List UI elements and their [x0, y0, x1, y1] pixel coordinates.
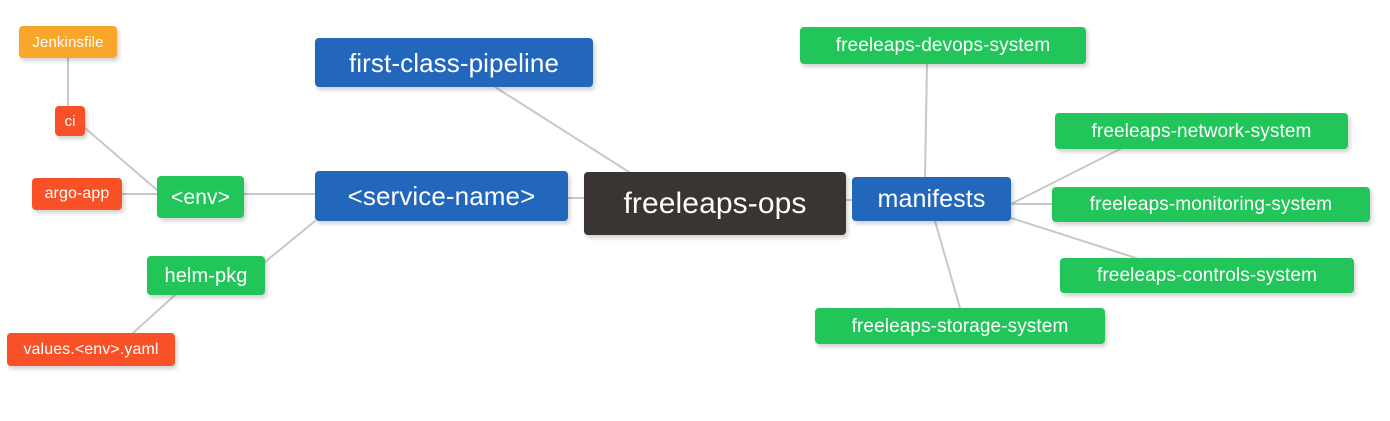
node-label-freeleaps-controls-system: freeleaps-controls-system: [1096, 265, 1318, 286]
node-ci[interactable]: ci: [55, 106, 85, 136]
edge-service-name-to-helm-pkg: [264, 220, 316, 263]
node-label-values-yaml: values.<env>.yaml: [23, 340, 159, 358]
node-label-ci: ci: [64, 112, 76, 130]
node-service-name[interactable]: <service-name>: [315, 171, 568, 221]
node-argo-app[interactable]: argo-app: [32, 178, 122, 210]
node-freeleaps-devops-system[interactable]: freeleaps-devops-system: [800, 27, 1086, 64]
node-freeleaps-network-system[interactable]: freeleaps-network-system: [1055, 113, 1348, 149]
node-label-argo-app: argo-app: [44, 185, 110, 202]
edge-first-class-pipeline-to-freeleaps-ops: [494, 86, 630, 173]
node-helm-pkg[interactable]: helm-pkg: [147, 256, 265, 295]
node-label-freeleaps-devops-system: freeleaps-devops-system: [835, 35, 1051, 56]
node-label-jenkinsfile: Jenkinsfile: [32, 33, 104, 51]
node-label-first-class-pipeline: first-class-pipeline: [348, 47, 560, 78]
node-label-manifests: manifests: [877, 184, 986, 213]
node-label-env: <env>: [171, 185, 230, 209]
edge-manifests-to-freeleaps-storage-system: [934, 220, 961, 309]
node-freeleaps-monitoring-system[interactable]: freeleaps-monitoring-system: [1052, 187, 1370, 222]
node-jenkinsfile[interactable]: Jenkinsfile: [19, 26, 117, 58]
edge-manifests-to-freeleaps-devops-system: [924, 63, 928, 178]
edge-helm-pkg-to-values-yaml: [132, 294, 176, 334]
node-freeleaps-controls-system[interactable]: freeleaps-controls-system: [1060, 258, 1354, 293]
node-env[interactable]: <env>: [157, 176, 244, 218]
node-label-freeleaps-storage-system: freeleaps-storage-system: [851, 315, 1069, 337]
node-manifests[interactable]: manifests: [852, 177, 1011, 221]
node-label-helm-pkg: helm-pkg: [164, 264, 248, 287]
node-label-freeleaps-ops: freeleaps-ops: [623, 186, 807, 220]
node-label-freeleaps-network-system: freeleaps-network-system: [1091, 120, 1312, 142]
node-freeleaps-storage-system[interactable]: freeleaps-storage-system: [815, 308, 1105, 344]
edge-manifests-to-freeleaps-controls-system: [1010, 217, 1137, 259]
node-freeleaps-ops[interactable]: freeleaps-ops: [584, 172, 846, 235]
node-label-freeleaps-monitoring-system: freeleaps-monitoring-system: [1089, 194, 1333, 215]
node-label-service-name: <service-name>: [347, 181, 536, 211]
node-first-class-pipeline[interactable]: first-class-pipeline: [315, 38, 593, 87]
node-values-yaml[interactable]: values.<env>.yaml: [7, 333, 175, 366]
